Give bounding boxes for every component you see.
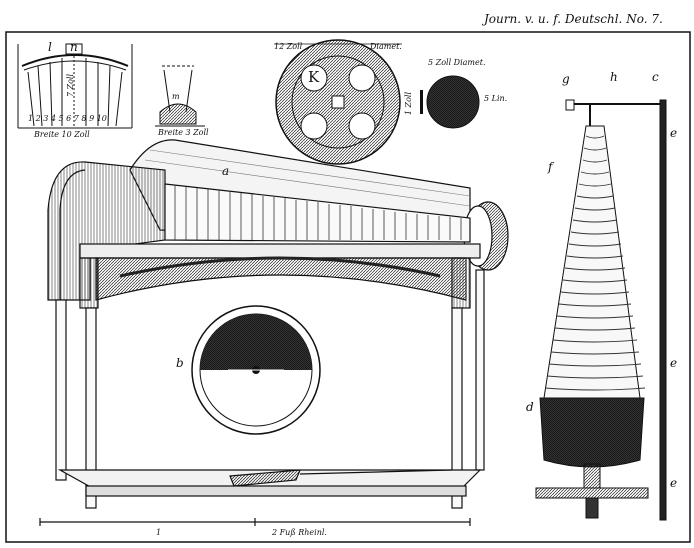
- bowl-width-caption: Breite 3 Zoll: [158, 128, 209, 137]
- machine-label-a: a: [222, 164, 230, 178]
- machine-label-c: c: [652, 70, 659, 84]
- spindle-label-h: h: [610, 70, 618, 84]
- profile-width-caption: Breite 10 Zoll: [34, 130, 90, 139]
- journal-caption: Journ. v. u. f. Deutschl. No. 7.: [484, 12, 663, 26]
- large-disc-label-k: K: [308, 68, 320, 86]
- profile-height-caption: 7 Zoll: [66, 74, 75, 98]
- scale-mark-2: 2 Fuß Rheinl.: [272, 528, 327, 537]
- large-disc-size-caption: 12 Zoll: [274, 42, 303, 51]
- spindle-label-e-mid: e: [670, 356, 678, 370]
- machine-figure: [47, 139, 509, 509]
- profile-numbers: 1 2 3 4 5 6 7 8 9 10: [28, 114, 107, 123]
- small-disc-size-caption: 5 Zoll Diamet.: [428, 58, 486, 67]
- large-disc-figure: [274, 39, 402, 165]
- spindle-label-g: g: [562, 72, 570, 86]
- large-disc-diameter-caption: Diamet.: [370, 42, 402, 51]
- flywheel-figure: [191, 305, 321, 435]
- small-disc-figure: [420, 75, 480, 129]
- plate-border: [5, 31, 691, 543]
- glass-bowl-ribs: [174, 186, 462, 240]
- disc-hole: [300, 112, 328, 140]
- spindle-label-d: d: [526, 400, 534, 414]
- disc-hole: [348, 112, 376, 140]
- disc-hole: [300, 64, 328, 92]
- machine-label-b: b: [176, 356, 184, 370]
- spindle-label-e-top: e: [670, 126, 678, 140]
- small-bowl-figure: [155, 65, 205, 127]
- small-disc-side-caption: 1 Zoll: [404, 92, 413, 116]
- scale-mark-1: 1: [156, 528, 162, 537]
- profile-label-n: n: [70, 40, 78, 54]
- profile-figure: [17, 43, 133, 129]
- profile-label-l: l: [48, 40, 52, 54]
- spindle-figure: [535, 99, 667, 521]
- bowl-label-m: m: [172, 92, 180, 101]
- small-disc-right-caption: 5 Lin.: [484, 94, 508, 103]
- disc-hole: [348, 64, 376, 92]
- glass-stack-rings: [544, 135, 646, 391]
- spindle-label-e-bottom: e: [670, 476, 678, 490]
- scale-bar: [39, 518, 471, 526]
- spindle-label-f: f: [548, 160, 553, 174]
